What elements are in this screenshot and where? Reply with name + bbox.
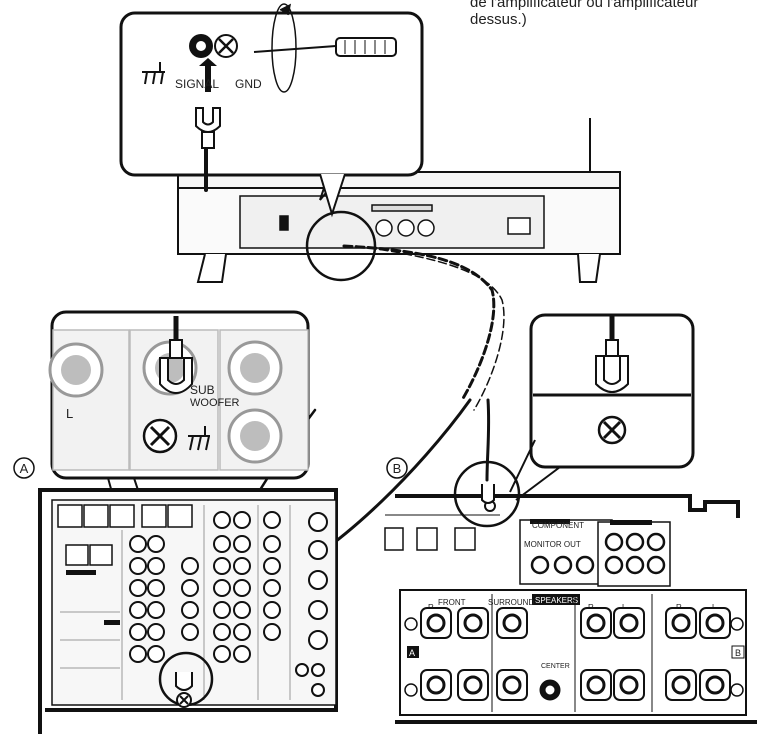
surround-label: SURROUND [488,598,534,607]
callout-a: L SUB WOOFER [48,310,310,480]
speaker-terminals [404,594,744,712]
label-sub-1: SUB [190,383,215,397]
front-label: FRONT [438,598,466,607]
rotation-arrow-icon [271,3,297,93]
monitor-out-label: MONITOR OUT [524,540,581,549]
ground-screw-icon [176,692,192,708]
receiver-panel-a [38,488,338,734]
spade-lug-icon [195,107,221,175]
screwdriver-icon [253,37,397,57]
rca-jack-right-bottom [227,408,283,464]
gnd-screw-icon [214,34,238,58]
signal-terminal [189,34,213,58]
callout-top: SIGNAL GND [119,3,424,218]
subwoofer-unit [177,118,621,283]
center-label: CENTER [541,663,570,670]
marker-b: B [386,457,408,479]
ground-icon [188,426,210,451]
marker-a: A [13,457,35,479]
component-label: COMPONENT [532,521,584,530]
marker-b-letter: B [393,461,402,476]
marker-a-letter: A [20,461,29,476]
optical-jacks-b [384,514,500,551]
rca-jack-grid-a [57,504,328,700]
signal-label: SIGNAL [175,77,219,91]
zone-b-label: B [735,648,741,658]
zone-a-label: A [409,648,415,658]
receiver-panel-b: COMPONENT MONITOR OUT SPEAKERS FRONT SUR… [384,460,757,724]
caption-line-2: dessus.) [470,11,527,28]
ground-screw-icon [142,418,178,454]
ground-screw-icon [597,415,627,445]
speakers-label: SPEAKERS [535,596,578,605]
label-l: L [66,406,73,421]
up-arrow-icon [199,58,217,92]
rca-jack-l [48,342,104,398]
gnd-label: GND [235,77,262,91]
caption: de l'amplificateur ou l'amplificateur de… [470,0,757,28]
callout-b [529,313,695,469]
caption-line-1: de l'amplificateur ou l'amplificateur [470,0,699,11]
spade-lug-icon [159,316,193,394]
label-sub-2: WOOFER [190,397,240,409]
spade-lug-icon [595,316,629,393]
ground-icon [142,62,165,85]
rca-jack-right-top [227,340,283,396]
